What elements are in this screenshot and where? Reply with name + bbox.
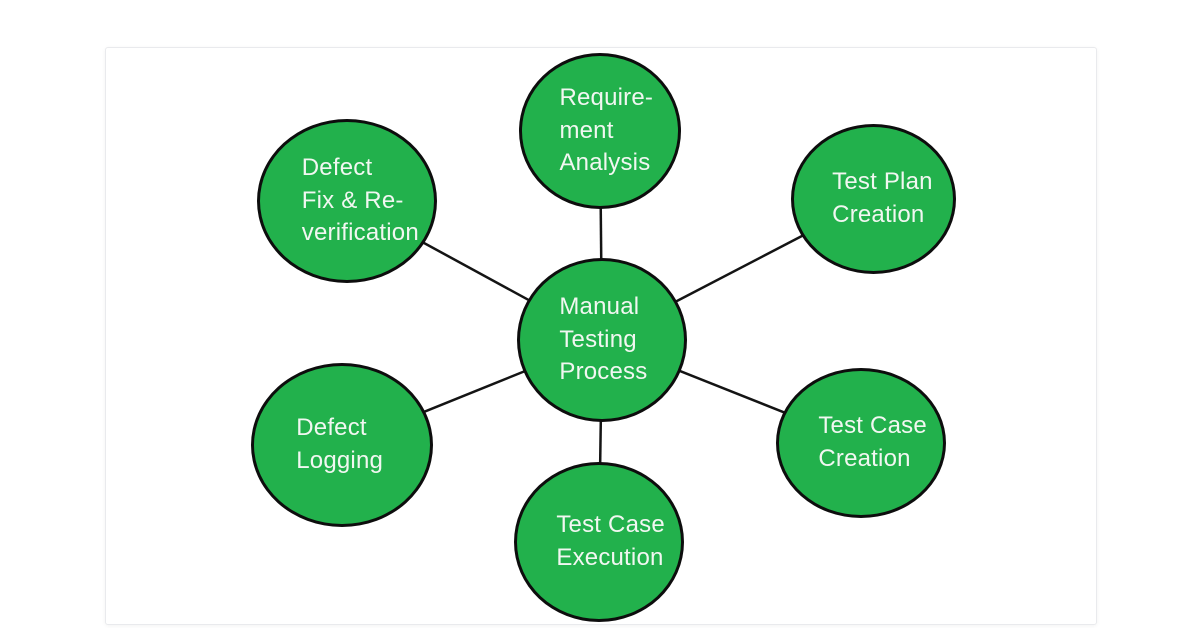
node-label-requirement-analysis: Require- ment Analysis (559, 84, 654, 177)
node-manual-testing-process: Manual Testing Process (517, 258, 687, 422)
node-defect-fix-reverification: Defect Fix & Re- verification (257, 119, 437, 283)
diagram-card: Require- ment Analysis Test Plan Creatio… (105, 47, 1097, 625)
node-requirement-analysis: Require- ment Analysis (519, 53, 681, 209)
node-label-test-plan-creation: Test Plan Creation (832, 168, 933, 228)
node-test-case-creation: Test Case Creation (776, 368, 946, 518)
node-test-case-execution: Test Case Execution (514, 462, 684, 622)
node-label-defect-logging: Defect Logging (296, 414, 384, 474)
node-label-test-case-execution: Test Case Execution (556, 511, 665, 571)
node-defect-logging: Defect Logging (251, 363, 433, 527)
node-test-plan-creation: Test Plan Creation (791, 124, 956, 274)
node-label-manual-testing-process: Manual Testing Process (559, 293, 648, 386)
node-label-defect-fix-reverification: Defect Fix & Re- verification (301, 154, 419, 247)
node-label-test-case-creation: Test Case Creation (818, 412, 927, 472)
